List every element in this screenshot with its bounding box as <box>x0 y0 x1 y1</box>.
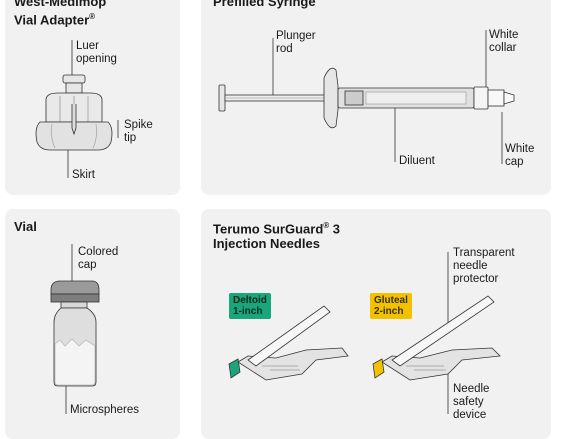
skirt-label: Skirt <box>72 169 95 181</box>
adapter-title-line2: Vial Adapter® <box>14 12 96 28</box>
needles-title-line1: Terumo SurGuard® 3 <box>213 221 341 237</box>
illustrations <box>35 30 515 414</box>
spike-tip-label: Spike tip <box>124 119 153 144</box>
plunger-rod-label: Plunger rod <box>276 30 316 55</box>
syringe-title: Prefilled Syringe <box>213 0 316 9</box>
white-collar-label: White collar <box>489 29 519 54</box>
vial-illustration <box>50 244 100 414</box>
gluteal-needle <box>372 295 501 381</box>
vial-title: Vial <box>14 219 37 234</box>
injection-needles-panel <box>201 209 551 439</box>
microspheres-label: Microspheres <box>70 404 140 416</box>
needles-title: Terumo SurGuard® 3 Injection Needles <box>213 218 340 251</box>
registered-mark: ® <box>89 12 96 21</box>
white-cap-label: White cap <box>505 143 535 168</box>
vial-adapter-illustration <box>35 40 119 178</box>
needle-safety-device-label: Needle safety device <box>453 383 490 421</box>
deltoid-badge: Deltoid 1-inch <box>229 293 271 319</box>
needle-protector-label: Transparent needle protector <box>453 247 515 285</box>
prefilled-syringe-illustration <box>218 30 515 164</box>
gluteal-badge: Gluteal 2-inch <box>370 293 412 319</box>
luer-opening-label: Luer opening <box>76 40 117 65</box>
adapter-title: West-Medimop Vial Adapter® <box>14 0 106 27</box>
diluent-label: Diluent <box>399 155 435 167</box>
colored-cap-label: Colored cap <box>78 246 119 271</box>
injection-needles-illustration <box>228 252 501 414</box>
deltoid-needle <box>228 305 349 381</box>
registered-mark: ® <box>323 221 330 230</box>
needles-title-line2: Injection Needles <box>213 236 320 252</box>
adapter-title-line1: West-Medimop <box>14 0 107 9</box>
